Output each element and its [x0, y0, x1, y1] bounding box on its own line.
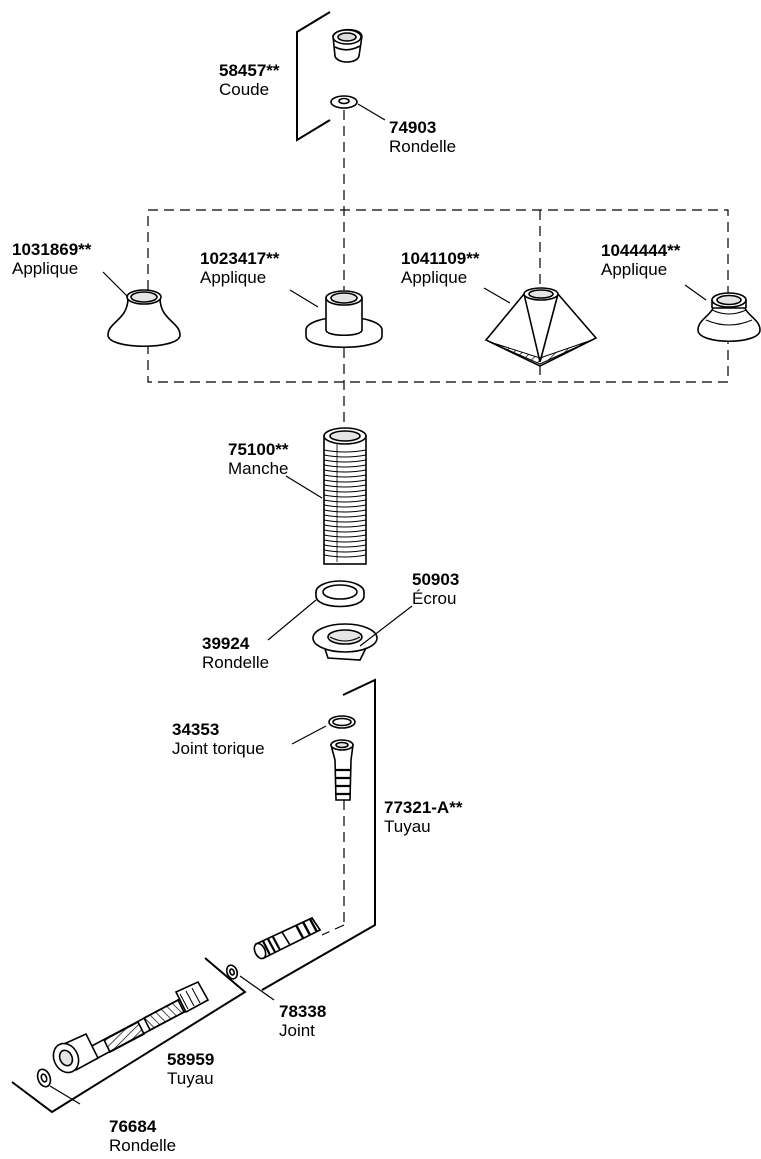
part-name: Rondelle: [389, 137, 457, 156]
tuyau-a-connector-part: [329, 739, 354, 801]
part-name: Tuyau: [384, 817, 431, 836]
part-number: 1023417**: [200, 249, 280, 268]
label-applique-3: 1041109** Applique: [401, 249, 479, 287]
part-number: 76684: [109, 1117, 157, 1136]
joint-torique-part: [328, 715, 356, 729]
label-applique-2: 1023417** Applique: [200, 249, 279, 287]
label-rondelle-bottom: 76684 Rondelle: [109, 1117, 176, 1155]
rondelle-top-part: [330, 95, 358, 109]
applique-4-part: [697, 292, 761, 343]
rondelle-bottom-part: [36, 1068, 52, 1088]
tuyau-a-stem-part: [253, 916, 322, 960]
label-coude: 58457** Coude: [219, 61, 280, 99]
part-number: 1041109**: [401, 249, 480, 268]
part-number: 50903: [412, 570, 460, 589]
part-name: Écrou: [412, 589, 457, 608]
part-number: 1031869**: [12, 240, 92, 259]
part-name: Rondelle: [109, 1136, 177, 1155]
part-number: 75100**: [228, 440, 289, 459]
part-name: Tuyau: [167, 1069, 214, 1088]
part-number: 1044444**: [601, 241, 681, 260]
bracket-tuyau-group: [261, 678, 376, 991]
label-joint: 78338 Joint: [279, 1002, 326, 1040]
label-rondelle-mid: 39924 Rondelle: [202, 634, 269, 672]
tuyau-b-flexible-hose-part: [52, 980, 210, 1074]
part-name: Coude: [219, 80, 270, 99]
part-name: Applique: [401, 268, 468, 287]
applique-3-part: [484, 287, 598, 367]
label-joint-torique: 34353 Joint torique: [172, 720, 265, 758]
part-number: 74903: [389, 118, 437, 137]
ecrou-part: [312, 623, 378, 661]
label-tuyau-a: 77321-A** Tuyau: [384, 798, 462, 836]
part-number: 78338: [279, 1002, 327, 1021]
part-number: 34353: [172, 720, 220, 739]
label-ecrou: 50903 Écrou: [412, 570, 459, 608]
label-manche: 75100** Manche: [228, 440, 289, 478]
part-name: Manche: [228, 459, 289, 478]
bracket-flexible-hose: [11, 957, 247, 1114]
label-tuyau-b: 58959 Tuyau: [167, 1050, 214, 1088]
manche-part: [323, 427, 367, 565]
part-number: 58959: [167, 1050, 215, 1069]
label-applique-1: 1031869** Applique: [12, 240, 91, 278]
label-rondelle-top: 74903 Rondelle: [389, 118, 456, 156]
part-name: Applique: [12, 259, 79, 278]
part-name: Joint: [279, 1021, 315, 1040]
bracket-coude-group: [296, 11, 331, 142]
part-number: 58457**: [219, 61, 280, 80]
label-applique-4: 1044444** Applique: [601, 241, 680, 279]
part-name: Joint torique: [172, 739, 265, 758]
part-name: Applique: [601, 260, 668, 279]
leader-lines: [49, 103, 707, 1105]
rondelle-mid-part: [315, 580, 365, 608]
part-name: Applique: [200, 268, 267, 287]
part-number: 39924: [202, 634, 250, 653]
applique-2-part: [305, 290, 383, 348]
joint-part: [225, 964, 239, 980]
coude-part: [332, 28, 363, 63]
part-number: 77321-A**: [384, 798, 463, 817]
part-name: Rondelle: [202, 653, 270, 672]
applique-1-part: [107, 289, 181, 347]
